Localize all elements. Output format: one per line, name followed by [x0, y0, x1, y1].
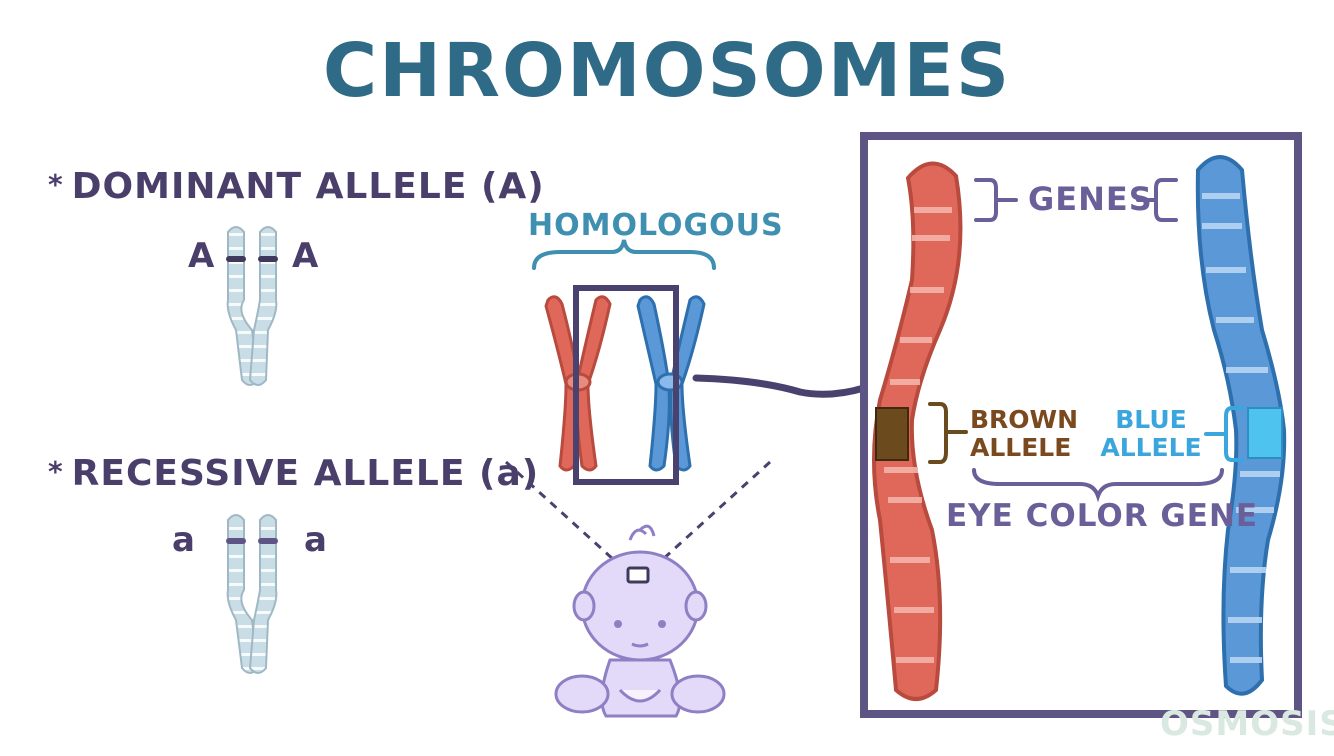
recessive-allele-heading: *RECESSIVE ALLELE (a): [48, 453, 539, 494]
brown-allele-bracket-icon: [928, 402, 968, 464]
selection-box: [573, 285, 679, 485]
recessive-chromosome-icon: [226, 514, 278, 674]
baby-icon: [554, 524, 726, 718]
asterisk-icon: *: [48, 168, 64, 201]
watermark-logo: OSMOSIS: [1160, 704, 1334, 744]
dominant-left-band: [226, 256, 246, 262]
dominant-chromosome-icon: [226, 226, 278, 386]
dominant-right-letter: A: [292, 236, 319, 276]
brown-allele-line-1: BROWN: [970, 405, 1079, 434]
brown-allele-line-2: ALLELE: [970, 433, 1072, 462]
blue-allele-line-1: BLUE: [1115, 405, 1187, 434]
brown-allele-label: BROWN ALLELE: [970, 405, 1079, 462]
blue-x-chromosome-icon: [636, 295, 706, 472]
asterisk-icon: *: [48, 455, 64, 488]
dominant-right-band: [258, 256, 278, 262]
recessive-right-band: [258, 538, 278, 544]
watermark-text: OSMOSIS: [1160, 704, 1334, 744]
page-title: CHROMOSOMES: [322, 28, 1012, 114]
recessive-left-letter: a: [172, 520, 195, 560]
homologous-brace-icon: [532, 239, 716, 270]
big-red-chromosome-icon: [872, 161, 963, 701]
recessive-left-band: [226, 538, 246, 544]
dashed-line-right: [660, 460, 772, 562]
dominant-allele-label: DOMINANT ALLELE (A): [71, 166, 545, 207]
recessive-right-letter: a: [304, 520, 327, 560]
dashed-line-left: [504, 460, 616, 562]
dominant-allele-heading: *DOMINANT ALLELE (A): [48, 166, 545, 207]
genes-label: GENES: [1028, 180, 1153, 218]
blue-allele-label: BLUE ALLELE: [1096, 406, 1206, 462]
homologous-label: HOMOLOGOUS: [528, 208, 784, 243]
dominant-left-letter: A: [188, 236, 215, 276]
genes-left-bracket-icon: [974, 178, 1018, 222]
blue-allele-line-2: ALLELE: [1100, 433, 1202, 462]
genes-right-bracket-icon: [1136, 178, 1178, 222]
eye-color-gene-label: EYE COLOR GENE: [946, 498, 1259, 534]
blue-allele-bracket-icon: [1204, 406, 1244, 462]
brown-allele-band: [875, 407, 909, 461]
big-blue-chromosome-icon: [1195, 155, 1287, 696]
eye-color-brace-icon: [972, 468, 1224, 503]
connector-line: [692, 374, 868, 398]
blue-allele-band: [1247, 407, 1283, 459]
recessive-allele-label: RECESSIVE ALLELE (a): [71, 453, 540, 494]
